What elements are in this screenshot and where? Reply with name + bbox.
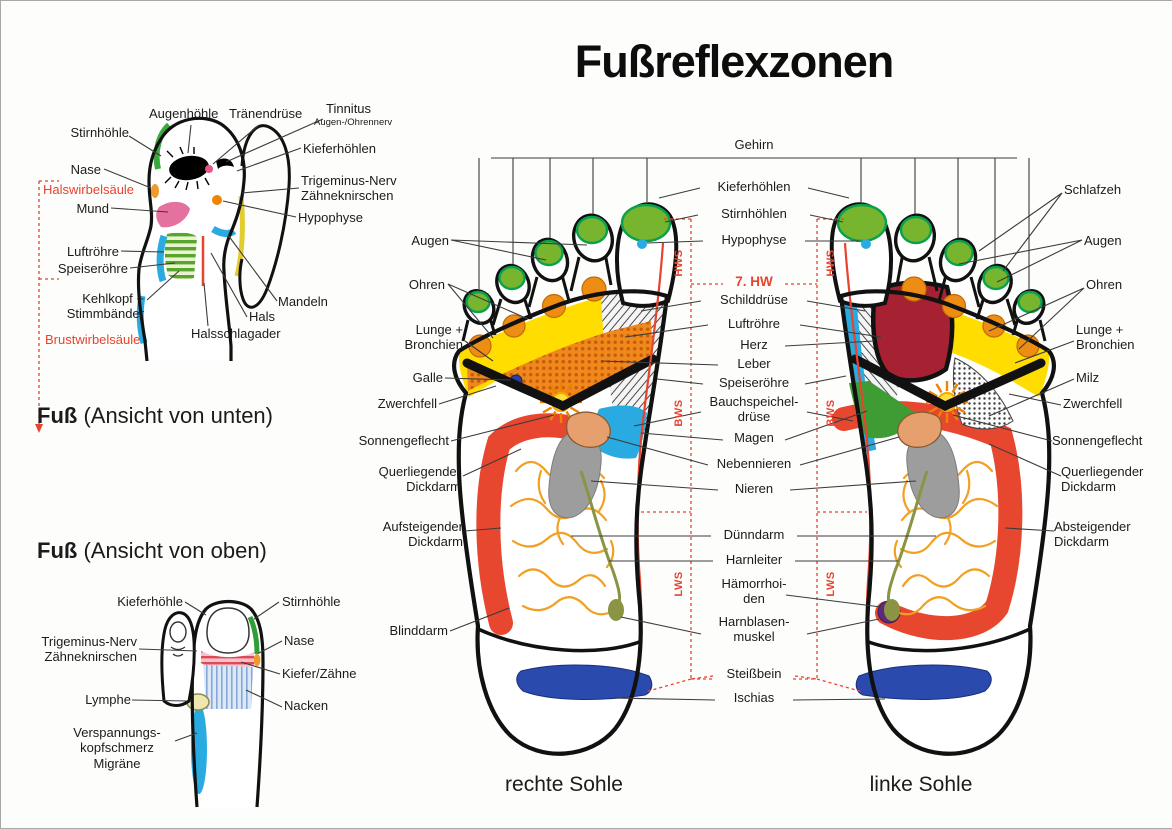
label-ohren-right: Ohren — [1086, 277, 1123, 292]
label-kieferhoehlen-head: Kieferhöhlen — [303, 141, 376, 156]
label-mandeln: Mandeln — [278, 294, 328, 309]
label-trigeminus-toe: Trigeminus-Nerv Zähneknirschen — [41, 634, 137, 665]
label-zwerchfell-left: Zwerchfell — [377, 396, 437, 411]
label-kiefer-zaehne: Kiefer/Zähne — [282, 666, 357, 681]
label-blinddarm: Blinddarm — [389, 623, 448, 638]
label-halswirbelsaeule: Halswirbelsäule — [43, 182, 135, 197]
label-augen-right: Augen — [1084, 233, 1122, 248]
label-duenndarm: Dünndarm — [723, 527, 785, 542]
label-steissbein: Steißbein — [726, 666, 782, 681]
label-tinnitus: Tinnitus — [326, 101, 372, 116]
big-toe-top-illustration — [131, 599, 283, 808]
second-toe-outline — [238, 124, 291, 309]
label-luftroehre: Luftröhre — [727, 316, 781, 331]
label-ohren-left: Ohren — [408, 277, 445, 292]
label-lws-left: LWS — [673, 571, 685, 597]
label-bws-right: BWS — [825, 399, 837, 427]
label-kieferhoehlen: Kieferhöhlen — [717, 179, 791, 194]
caption-rechte-sohle: rechte Sohle — [505, 773, 623, 796]
label-stirnhoehlen: Stirnhöhlen — [721, 206, 787, 221]
label-luftroehre-head: Luftröhre — [66, 244, 119, 259]
caption-foot-underside: Fuß (Ansicht von unten) — [37, 403, 273, 428]
label-herz: Herz — [740, 337, 768, 352]
label-querliegender-right: Querliegender Dickdarm — [1061, 464, 1144, 495]
label-mund: Mund — [76, 201, 109, 216]
label-sonnengeflecht-right: Sonnengeflecht — [1052, 433, 1143, 448]
label-schlafzeh: Schlafzeh — [1064, 182, 1122, 197]
label-galle: Galle — [412, 370, 443, 385]
label-bauchspeicheldruese: Bauchspeichel- drüse — [709, 394, 799, 425]
label-stirnhoehle-toe: Stirnhöhle — [282, 594, 341, 609]
label-gehirn: Gehirn — [734, 137, 774, 152]
label-lymphe: Lymphe — [85, 692, 131, 707]
label-querliegender-left: Querliegender Dickdarm — [378, 464, 461, 495]
label-nase-toe: Nase — [284, 633, 315, 648]
poster-title: Fußreflexzonen — [574, 36, 895, 87]
label-stirnhoehle-head: Stirnhöhle — [70, 125, 129, 140]
label-trigeminus-head: Trigeminus-Nerv Zähneknirschen — [301, 173, 397, 204]
label-nieren: Nieren — [734, 481, 774, 496]
label-lws-right: LWS — [825, 571, 837, 597]
label-nacken: Nacken — [284, 698, 329, 713]
label-hypophyse-head: Hypophyse — [298, 210, 364, 225]
head-leader-lines — [103, 118, 324, 327]
label-7hw: 7. HW — [735, 274, 773, 289]
label-absteigender: Absteigender Dickdarm — [1054, 519, 1131, 550]
label-kieferhoehle-toe: Kieferhöhle — [117, 594, 183, 609]
label-leber: Leber — [737, 356, 771, 371]
label-aufsteigender: Aufsteigender Dickdarm — [382, 519, 463, 550]
label-halsschlagader: Halsschlagader — [191, 326, 281, 341]
label-zwerchfell-right: Zwerchfell — [1063, 396, 1123, 411]
caption-rest: (Ansicht von oben) — [77, 538, 267, 563]
label-sonnengeflecht-left: Sonnengeflecht — [358, 433, 449, 448]
label-harnleiter: Harnleiter — [725, 552, 783, 567]
caption-bold: Fuß — [37, 403, 78, 428]
label-kehlkopf: Kehlkopf + Stimmbänder — [66, 291, 144, 322]
label-haemorrhoiden: Hämorrhoi- den — [721, 576, 787, 607]
left-sole-illustration — [832, 204, 1054, 754]
label-lunge-right: Lunge + Bronchien — [1076, 322, 1135, 353]
label-brustwirbelsaeule: Brustwirbelsäule — [45, 332, 141, 347]
brain-bracket-lines — [478, 157, 1030, 289]
label-speiseroehre: Speiseröhre — [718, 375, 790, 390]
caption-bold: Fuß — [37, 538, 78, 563]
label-traenendruese: Tränendrüse — [229, 106, 303, 121]
big-toe-underside-illustration — [35, 116, 324, 433]
label-hws-right: HWS — [825, 249, 837, 277]
label-hws-left: HWS — [673, 249, 685, 277]
caption-rest: (Ansicht von unten) — [77, 403, 273, 428]
label-schilddruese: Schilddrüse — [720, 292, 788, 307]
label-nebennieren: Nebennieren — [716, 456, 792, 471]
caption-foot-top: Fuß (Ansicht von oben) — [37, 538, 267, 563]
toe-leader-lines — [131, 601, 283, 742]
label-tinnitus-sub: Augen-/Ohrennerv — [314, 117, 393, 128]
label-bws-left: BWS — [673, 399, 685, 427]
toenail — [206, 607, 250, 654]
label-hypophyse: Hypophyse — [721, 232, 787, 247]
label-augenhoehle: Augenhöhle — [149, 106, 219, 121]
right-sole-illustration — [454, 204, 676, 754]
label-speiseroehre-head: Speiseröhre — [57, 261, 128, 276]
label-verspannung: Verspannungs- kopfschmerz Migräne — [73, 725, 161, 771]
caption-linke-sohle: linke Sohle — [869, 773, 973, 796]
head-spine-guides — [38, 180, 59, 426]
leader-lines — [438, 187, 1085, 701]
label-augen-left: Augen — [411, 233, 449, 248]
label-hals: Hals — [249, 309, 276, 324]
label-milz: Milz — [1076, 370, 1100, 385]
label-magen: Magen — [734, 430, 774, 445]
eye-shape — [169, 155, 209, 181]
label-harnblasenmuskel: Harnblasen- muskel — [718, 614, 790, 645]
label-ischias: Ischias — [733, 690, 775, 705]
label-lunge-left: Lunge + Bronchien — [404, 322, 463, 353]
label-nase-head: Nase — [70, 162, 101, 177]
